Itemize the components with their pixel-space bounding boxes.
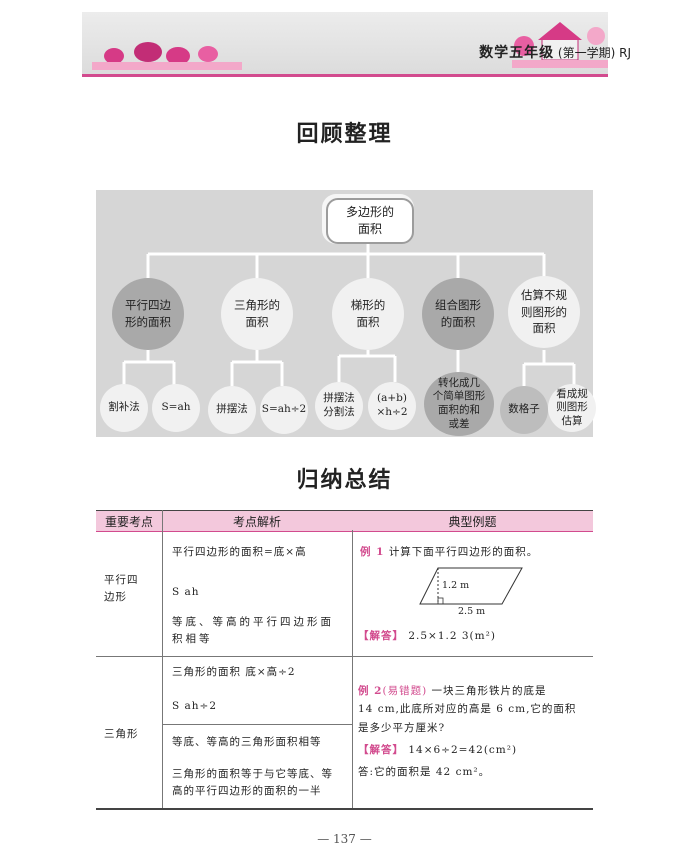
point-triangle-equal: 等底、等高的三角形面积相等 (172, 736, 322, 748)
example-tag: 例 2 (358, 685, 383, 697)
example-1-answer: 【解答】 2.5×1.2 3(m²) (358, 628, 496, 645)
node-composite-area: 组合图形的面积 (422, 278, 494, 350)
node-parallelogram-area: 平行四边形的面积 (112, 278, 184, 350)
node-text: 面积 (532, 321, 556, 336)
node-triangle-area: 三角形的面积 (221, 278, 293, 350)
figure-base-label: 2.5 m (458, 606, 486, 617)
leaf-regular-estimate: 看成规则图形估算 (548, 384, 596, 432)
point-parallelogram-equal: 等底、等高的平行四边形面积相等 (172, 614, 334, 648)
connector-lines (122, 244, 576, 386)
example-note: (易错题) (382, 685, 428, 697)
section-title-summary: 归纳总结 (296, 468, 393, 493)
node-text: 组合图形 (435, 298, 481, 313)
leaf-text: 转化成几 (438, 376, 480, 389)
root-node-polygon-area: 多边形的面积 (326, 198, 414, 244)
example-text: 一块三角形铁片的底是 (431, 685, 547, 697)
leaf-text: 个简单图形 (432, 390, 486, 403)
node-text: 的面积 (440, 315, 476, 329)
decorative-flowers-left-icon (92, 42, 242, 70)
node-text: 估算不规 (521, 287, 567, 302)
leaf-arrange-method: 拼摆法 (208, 386, 256, 434)
header-edition: RJ (619, 46, 631, 60)
decorative-house-icon (512, 22, 608, 68)
point-text: 等底、等高的平行四边形面 (172, 616, 334, 628)
header-example: 典型例题 (448, 515, 497, 529)
topic-text: 边形 (104, 590, 127, 603)
node-text: 梯形的 (350, 298, 386, 313)
leaf-convert-simple-shapes: 转化成几个简单图形面积的和或差 (424, 372, 494, 436)
topic-text: 平行四 (104, 574, 139, 586)
example-1-question: 例 1 计算下面平行四边形的面积。 (360, 544, 538, 561)
example-2-question: 例 2(易错题) 一块三角形铁片的底是 14 cm,此底所对应的高是 6 cm,… (358, 682, 576, 737)
leaf-text: (a+b) (377, 392, 407, 405)
column-divider (162, 510, 163, 808)
point-text: 积相等 (172, 632, 213, 645)
leaf-arrange-split-method: 拼摆法分割法 (315, 382, 363, 430)
point-text: 高的平行四边形的面积的一半 (172, 784, 322, 797)
column-divider (352, 530, 353, 808)
table-bottom-border (96, 808, 593, 810)
leaf-text: 则图形 (556, 401, 588, 414)
row-divider (162, 724, 352, 725)
node-text: 面积 (245, 315, 269, 329)
node-text: 则图形的 (521, 304, 567, 319)
parallelogram-figure (419, 567, 523, 605)
leaf-formula-s-ah: S=ah (152, 384, 200, 432)
header-title: 数学五年级 (第一学期) RJ (479, 42, 631, 62)
page-header-banner (82, 12, 608, 77)
node-trapezoid-area: 梯形的面积 (332, 278, 404, 350)
leaf-cut-fill-method: 割补法 (100, 384, 148, 432)
table-header-row (96, 510, 593, 532)
header-analysis: 考点解析 (232, 515, 281, 529)
point-parallelogram-formula: 平行四边形的面积=底×高 (172, 546, 307, 558)
leaf-text: 估算 (561, 414, 583, 427)
point-text: 三角形的面积等于与它等底、等 (172, 768, 333, 780)
node-text: 形的面积 (125, 315, 171, 329)
node-text: 平行四边 (125, 298, 171, 313)
answer-text: 2.5×1.2 3(m²) (408, 630, 496, 642)
summary-table: 重要考点 考点解析 典型例题 平行四边形 平行四边形的面积=底×高 S ah 等… (96, 510, 593, 810)
answer-tag: 【解答】 (358, 630, 404, 642)
example-text: 14 cm,此底所对应的高是 6 cm,它的面积 (358, 703, 577, 716)
example-2-answer-note: 答:它的面积是 42 cm²。 (358, 766, 491, 778)
leaf-formula-s-ah-half: S=ah÷2 (260, 386, 308, 434)
leaf-text: 拼摆法 (323, 392, 355, 405)
point-triangle-formula: 三角形的面积 底×高÷2 (172, 666, 296, 678)
root-line-2: 面积 (357, 222, 382, 236)
header-topic: 重要考点 (104, 515, 153, 529)
topic-triangle: 三角形 (104, 728, 139, 740)
example-text: 是多少平方厘米? (358, 721, 446, 734)
root-line-1: 多边形的 (345, 205, 394, 220)
page-number: — 137 — (317, 832, 372, 846)
answer-tag: 【解答】 (358, 744, 404, 756)
point-parallelogram-symbol: S ah (172, 586, 200, 598)
section-title-review: 回顾整理 (296, 122, 393, 147)
node-text: 三角形的 (234, 298, 280, 313)
point-triangle-symbol: S ah÷2 (172, 700, 218, 712)
example-2-answer: 【解答】 14×6÷2=42(cm²) (358, 742, 517, 759)
leaf-text: 或差 (448, 417, 470, 430)
leaf-text: 看成规 (556, 387, 588, 400)
topic-parallelogram: 平行四边形 (104, 572, 139, 606)
answer-text: 14×6÷2=42(cm²) (408, 744, 518, 756)
leaf-text: 面积的和 (438, 404, 480, 416)
node-text: 面积 (356, 315, 380, 329)
leaf-trapezoid-formula: (a+b)×h÷2 (368, 382, 416, 430)
leaf-text: 分割法 (323, 406, 355, 418)
leaf-text: ×h÷2 (376, 406, 408, 418)
concept-map: 多边形的面积 平行四边形的面积 三角形的面积 梯形的面积 组合图形的面积 估算不… (96, 190, 596, 437)
node-irregular-estimate: 估算不规则图形的面积 (508, 276, 580, 348)
figure-height-label: 1.2 m (442, 580, 470, 591)
header-subject: 数学五年级 (479, 45, 555, 61)
leaf-count-grid: 数格子 (500, 386, 548, 434)
header-term: (第一学期) (557, 46, 616, 60)
example-tag: 例 1 (360, 546, 385, 558)
example-text: 计算下面平行四边形的面积。 (388, 546, 539, 558)
point-triangle-half: 三角形的面积等于与它等底、等高的平行四边形的面积的一半 (172, 766, 333, 800)
row-divider (96, 656, 593, 657)
